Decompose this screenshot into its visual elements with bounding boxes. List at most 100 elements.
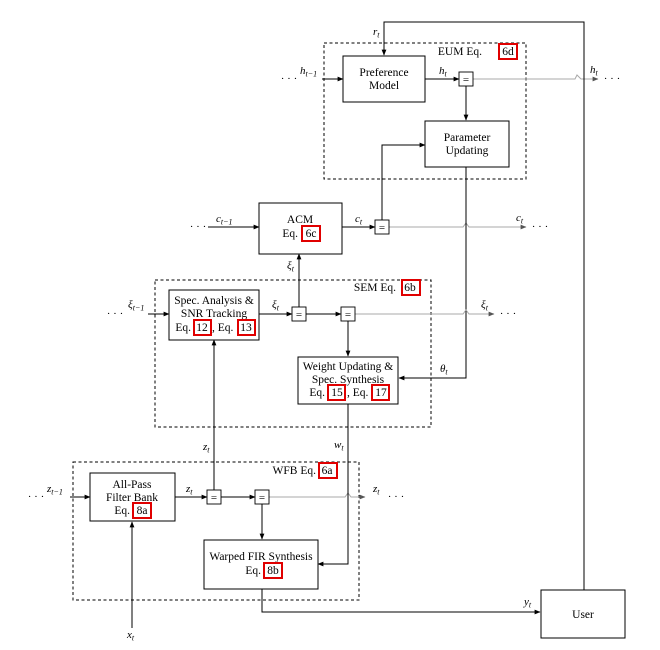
- comparator-xi-1: [291, 306, 307, 322]
- acm-eq: 6c: [306, 228, 317, 240]
- c-label: ct: [355, 213, 363, 227]
- y-arrow: [261, 589, 541, 615]
- comparator-c-symbol: =: [379, 222, 385, 234]
- xi-out-label: ξt: [481, 299, 489, 313]
- comparator-xi-2: [340, 306, 356, 322]
- spec-analysis-eq2-highlight: [237, 319, 256, 336]
- warped-fir-eq: 8b: [267, 565, 279, 577]
- all-pass-eq-prefix: Eq.: [114, 505, 130, 517]
- weight-updating-eq2-highlight: [371, 384, 390, 401]
- xi-out-line: [355, 309, 495, 317]
- parameter-updating-block: [424, 120, 510, 168]
- c-to-param-arrow: [381, 142, 426, 221]
- preference-model-block: [342, 55, 426, 103]
- c-in-ellipsis: · · ·: [190, 221, 207, 233]
- theta-arrow: [398, 167, 467, 381]
- h-out-ellipsis: · · ·: [604, 73, 621, 85]
- weight-updating-eq-prefix: Eq.: [309, 387, 325, 399]
- spec-analysis-eq1: 12: [196, 322, 208, 334]
- spec-analysis-eq-prefix: Eq.: [175, 322, 191, 334]
- xi-prev-label: ξt−1: [128, 299, 144, 313]
- z-out-line: [269, 492, 366, 500]
- c-out-ellipsis: · · ·: [532, 221, 549, 233]
- h-label: ht: [439, 65, 448, 79]
- acm-eq-highlight: [301, 225, 321, 242]
- z-prev-label: zt−1: [46, 483, 63, 497]
- z-out-ellipsis: · · ·: [388, 491, 405, 503]
- acm-eq-prefix: Eq.: [282, 228, 298, 240]
- c-out-line: [389, 222, 527, 230]
- xi-out-ellipsis: · · ·: [500, 308, 517, 320]
- all-pass-line1: All-Pass: [113, 479, 153, 491]
- all-pass-line2: Filter Bank: [106, 492, 158, 504]
- all-pass-eq: 8a: [137, 505, 148, 517]
- weight-updating-eq1: 15: [331, 387, 343, 399]
- weight-updating-eq1-highlight: [327, 384, 346, 401]
- spec-analysis-line2: SNR Tracking: [181, 308, 247, 320]
- parameter-updating-line2: Updating: [446, 145, 489, 157]
- weight-updating-eq-sep: , Eq.: [347, 387, 369, 399]
- z-spec-label: zt: [202, 441, 210, 455]
- h-out-line: [473, 74, 599, 82]
- c-out-label: ct: [516, 212, 524, 226]
- preference-model-line1: Preference: [359, 67, 408, 79]
- r-feedback-arrow: [381, 21, 585, 590]
- theta-label: θt: [440, 363, 448, 377]
- sem-group-label: SEM Eq.: [354, 282, 396, 294]
- w-label: wt: [334, 439, 344, 453]
- h-prev-label: ht−1: [300, 65, 317, 79]
- z-in-ellipsis: · · ·: [28, 491, 45, 503]
- c-prev-label: ct−1: [216, 213, 233, 227]
- acm-title: ACM: [287, 214, 313, 226]
- comparator-c: [374, 219, 390, 235]
- eum-eq-highlight: [498, 43, 518, 60]
- r-label: rt: [373, 26, 380, 40]
- user-label: User: [572, 609, 594, 621]
- eum-group-box: [323, 42, 527, 180]
- spec-analysis-block: [168, 289, 260, 341]
- spec-analysis-line1: Spec. Analysis &: [174, 295, 254, 307]
- eum-group-label: EUM Eq.: [438, 46, 482, 58]
- y-label: yt: [523, 596, 532, 610]
- z-label: zt: [185, 483, 193, 497]
- warped-fir-line1: Warped FIR Synthesis: [209, 551, 313, 563]
- xi-acm-label: ξt: [287, 260, 295, 274]
- sem-group-eq: 6b: [404, 282, 416, 294]
- warped-fir-block: [203, 539, 319, 590]
- sem-eq-highlight: [401, 279, 421, 296]
- comparator-xi-2-symbol: =: [345, 309, 351, 321]
- sem-group-box: [154, 279, 432, 428]
- preference-model-line2: Model: [369, 80, 399, 92]
- spec-analysis-eq-sep: , Eq.: [212, 322, 234, 334]
- comparator-h-symbol: =: [463, 74, 469, 86]
- h-out-label: ht: [590, 64, 599, 78]
- eum-group-eq: 6d: [502, 46, 514, 58]
- spec-analysis-eq2: 13: [240, 322, 252, 334]
- comparator-z-1-symbol: =: [211, 492, 217, 504]
- wfb-group-box: [72, 461, 360, 601]
- comparator-z-2: [254, 489, 270, 505]
- parameter-updating-line1: Parameter: [444, 132, 491, 144]
- wfb-eq-highlight: [318, 462, 338, 479]
- comparator-z-1: [206, 489, 222, 505]
- spec-analysis-eq1-highlight: [193, 319, 212, 336]
- comparator-xi-1-symbol: =: [296, 309, 302, 321]
- xi-label: ξt: [272, 299, 280, 313]
- acm-block: [258, 202, 343, 255]
- xi-in-ellipsis: · · ·: [107, 308, 124, 320]
- weight-updating-line1: Weight Updating &: [303, 361, 393, 373]
- wfb-group-eq: 6a: [322, 465, 333, 477]
- z-out-label: zt: [372, 483, 380, 497]
- comparator-z-2-symbol: =: [259, 492, 265, 504]
- w-arrow: [317, 404, 349, 567]
- x-label: xt: [126, 629, 135, 643]
- weight-updating-line2: Spec. Synthesis: [312, 374, 385, 386]
- warped-fir-eq-highlight: [263, 562, 283, 579]
- h-in-ellipsis: · · ·: [281, 73, 298, 85]
- weight-updating-eq2: 17: [375, 387, 387, 399]
- wfb-group-label: WFB Eq.: [273, 465, 317, 477]
- weight-updating-block: [297, 356, 399, 405]
- warped-fir-eq-prefix: Eq.: [245, 565, 261, 577]
- comparator-h: [458, 71, 474, 87]
